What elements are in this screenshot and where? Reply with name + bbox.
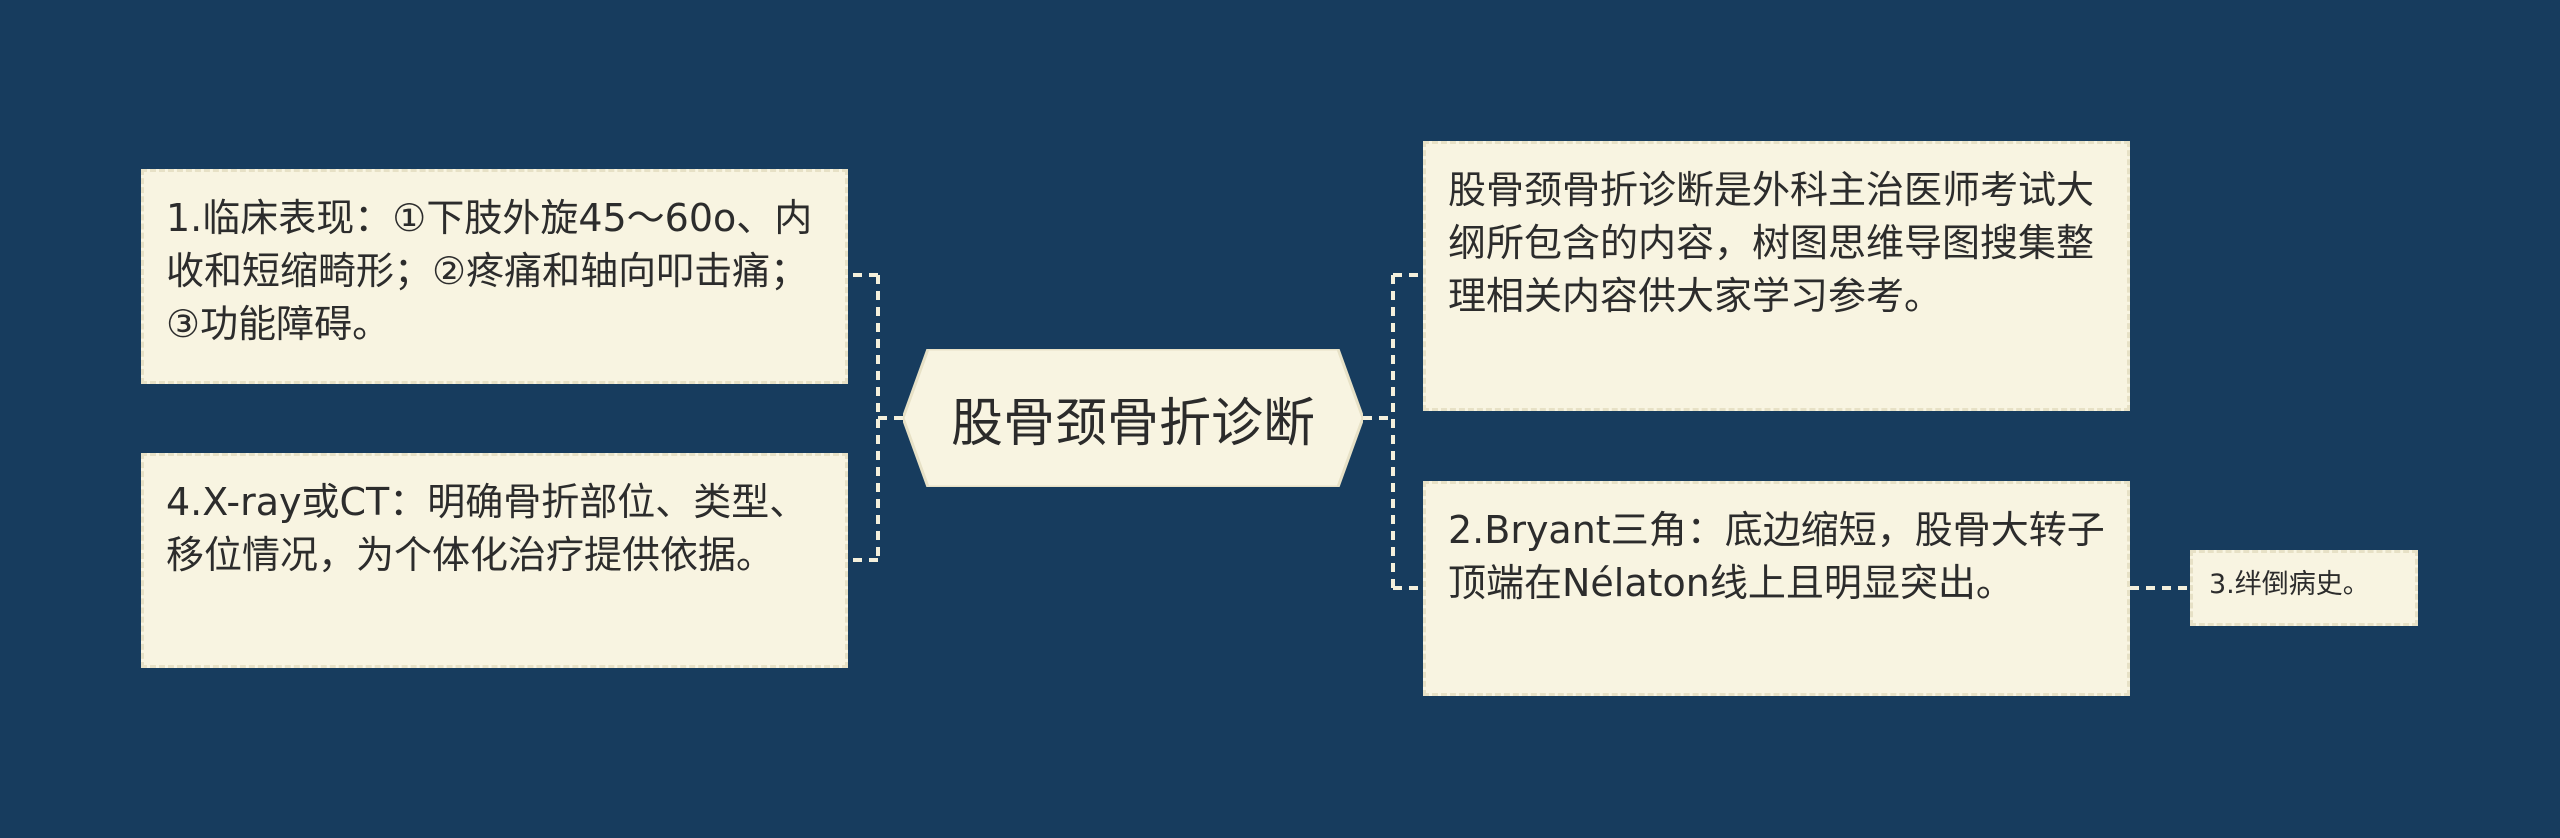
node-bryant-triangle[interactable]: 2.Bryant三角：底边缩短，股骨大转子顶端在Nélaton线上且明显突出。 (1423, 481, 2130, 696)
node-intro[interactable]: 股骨颈骨折诊断是外科主治医师考试大纲所包含的内容，树图思维导图搜集整理相关内容供… (1423, 141, 2130, 411)
node-imaging[interactable]: 4.X-ray或CT：明确骨折部位、类型、移位情况，为个体化治疗提供依据。 (141, 453, 848, 668)
central-topic-label: 股骨颈骨折诊断 (950, 393, 1315, 454)
central-topic[interactable]: 股骨颈骨折诊断 (903, 349, 1363, 487)
node-clinical-manifestation[interactable]: 1.临床表现：①下肢外旋45～60o、内收和短缩畸形；②疼痛和轴向叩击痛；③功能… (141, 169, 848, 384)
node-trip-history[interactable]: 3.绊倒病史。 (2190, 550, 2418, 626)
central-topic-shape (903, 349, 1363, 487)
